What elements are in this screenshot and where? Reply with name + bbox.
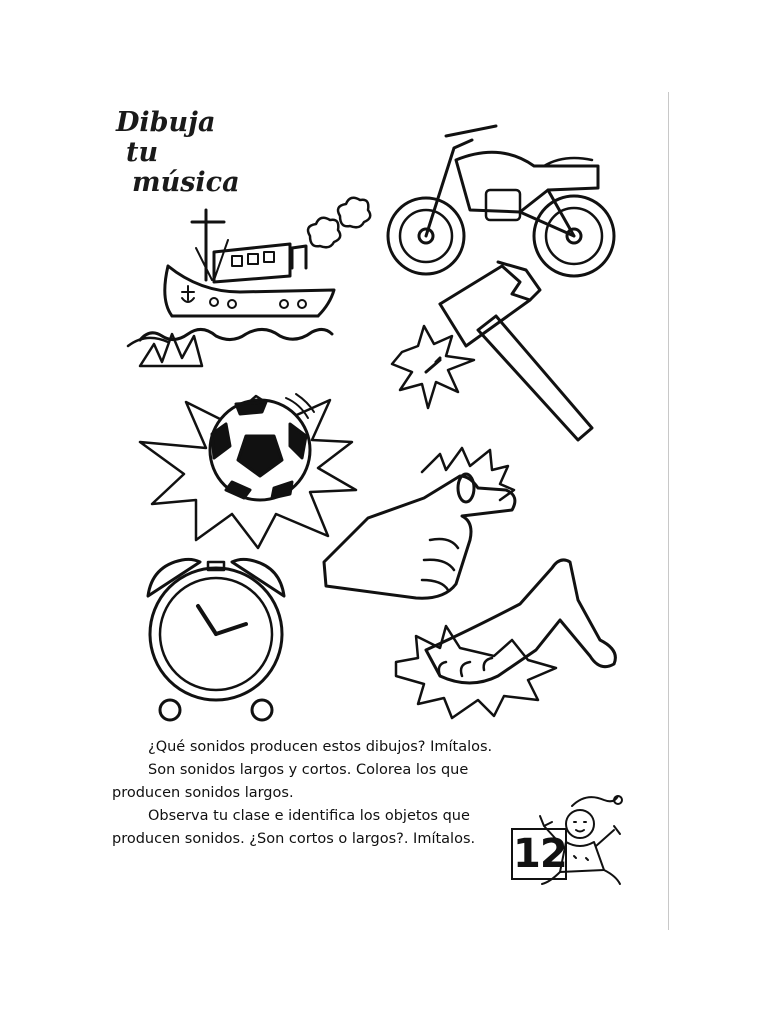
instruction-2: Son sonidos largos y cortos. Colorea los… [112,759,507,805]
title-line-1: Dibuja [116,107,216,138]
instruction-3: Observa tu clase e identifica los objeto… [112,805,507,851]
tapping-hand-icon [394,558,617,720]
page-title: Dibuja tu música [112,108,240,198]
snapping-hand-icon [322,446,517,600]
instruction-2-text: Son sonidos largos y cortos. Colorea los… [112,762,469,801]
instruction-1-text: ¿Qué sonidos producen estos dibujos? Imí… [148,739,493,755]
instructions-text: ¿Qué sonidos producen estos dibujos? Imí… [112,736,507,851]
title-line-3: música [132,167,240,198]
soccer-ball-icon [138,393,358,550]
motorcycle-icon [386,124,616,278]
instruction-3-text: Observa tu clase e identifica los objeto… [112,808,476,847]
clown-icon [539,795,623,885]
hammer-icon [390,260,594,442]
boat-icon [126,196,372,368]
alarm-clock-icon [146,557,286,722]
page-edge-line [668,92,669,930]
title-line-2: tu [126,137,159,168]
instruction-1: ¿Qué sonidos producen estos dibujos? Imí… [112,736,507,759]
page-number: 12 [511,828,568,880]
